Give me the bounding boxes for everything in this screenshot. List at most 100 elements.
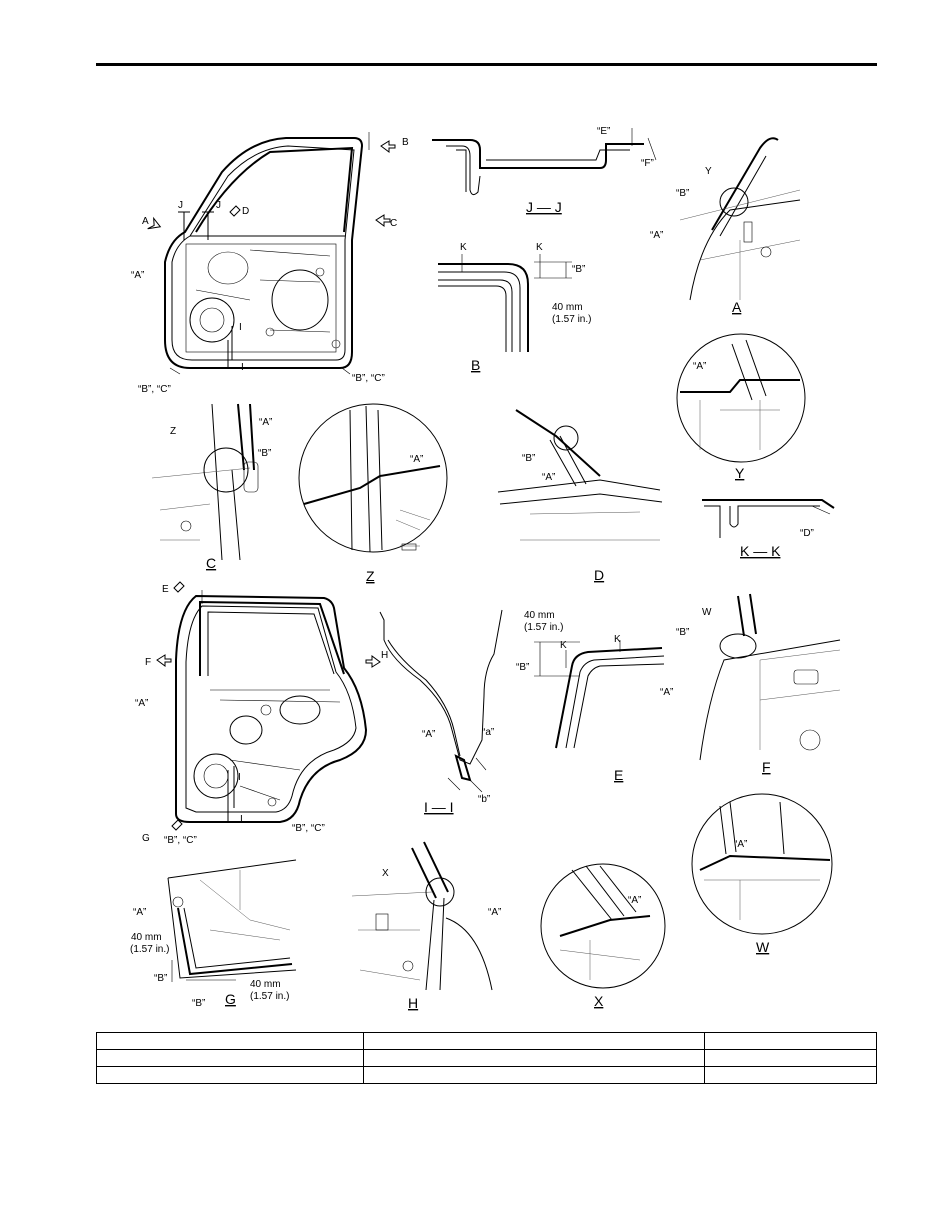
front-door-callout-a: “A”	[131, 270, 144, 281]
jj-callout-f: “F”	[641, 158, 654, 169]
view-g-drawing	[167, 859, 297, 982]
a-callout-b: “B”	[676, 188, 689, 199]
front-door-section-j2-label: J	[216, 200, 221, 211]
e-dim-in: (1.57 in.)	[524, 622, 563, 633]
view-title-z: Z	[366, 568, 375, 584]
g-dim-in-left: (1.57 in.)	[130, 944, 169, 955]
view-title-c: C	[206, 555, 216, 571]
table-row	[96, 1032, 877, 1050]
w-callout-a: “A”	[734, 839, 747, 850]
b-dim-in: (1.57 in.)	[552, 314, 591, 325]
view-title-d: D	[594, 567, 604, 583]
rear-door-drawing	[156, 581, 381, 831]
view-z-drawing	[298, 403, 448, 553]
h-circle-x-label: X	[382, 868, 389, 879]
view-a-drawing	[679, 137, 801, 301]
view-title-ii: I — I	[424, 799, 454, 815]
front-door-section-i2-label: I	[241, 362, 244, 373]
c-callout-b: “B”	[258, 448, 271, 459]
d-callout-b: “B”	[522, 453, 535, 464]
g-callout-b-bottom: “B”	[192, 998, 205, 1009]
view-d-drawing	[497, 409, 663, 541]
table-cell	[363, 1066, 705, 1084]
g-callout-b-left: “B”	[154, 973, 167, 984]
f-circle-w-label: W	[702, 607, 712, 618]
e-dim-mm: 40 mm	[524, 610, 555, 621]
table-cell	[96, 1032, 364, 1050]
view-w-drawing	[691, 793, 833, 935]
front-door-drawing	[147, 132, 396, 375]
view-title-h: H	[408, 995, 418, 1011]
z-callout-a: “A”	[410, 454, 423, 465]
view-title-jj: J — J	[526, 199, 562, 215]
g-callout-a: “A”	[133, 907, 146, 918]
e-section-k2: K	[560, 640, 567, 651]
b-section-k1: K	[460, 242, 467, 253]
b-callout-b: “B”	[572, 264, 585, 275]
b-dim-mm: 40 mm	[552, 302, 583, 313]
view-title-g: G	[225, 991, 236, 1007]
table-cell	[363, 1049, 705, 1067]
table-cell	[704, 1032, 877, 1050]
front-door-section-i1-label: I	[239, 322, 242, 333]
a-circle-y-label: Y	[705, 166, 712, 177]
rear-door-callout-bc-right: “B”, “C”	[292, 823, 325, 834]
rear-door-arrow-e-label: E	[162, 584, 169, 595]
table-cell	[96, 1049, 364, 1067]
view-title-f: F	[762, 759, 771, 775]
front-door-arrow-c-label: C	[390, 218, 397, 229]
front-door-callout-bc-right: “B”, “C”	[352, 373, 385, 384]
front-door-arrow-d-label: D	[242, 206, 249, 217]
y-callout-a: “A”	[693, 361, 706, 372]
rear-door-arrow-g-label: G	[142, 833, 150, 844]
view-x-drawing	[540, 863, 666, 989]
d-callout-a: “A”	[542, 472, 555, 483]
ii-callout-a: “A”	[422, 729, 435, 740]
rear-door-callout-bc-left: “B”, “C”	[164, 835, 197, 846]
section-ii-drawing	[379, 609, 503, 793]
view-title-a: A	[732, 299, 742, 315]
f-callout-a: “A”	[660, 687, 673, 698]
rear-door-arrow-h-label: H	[381, 650, 388, 661]
header-rule	[96, 63, 877, 66]
view-title-kk: K — K	[740, 543, 781, 559]
front-door-section-j1-label: J	[178, 200, 183, 211]
jj-callout-e: “E”	[597, 126, 610, 137]
section-kk-drawing	[702, 499, 835, 538]
view-e-drawing	[534, 640, 665, 749]
a-callout-a: “A”	[650, 230, 663, 241]
table-cell	[704, 1049, 877, 1067]
ii-callout-small-b: “b”	[478, 794, 490, 805]
rear-door-callout-a: “A”	[135, 698, 148, 709]
table-row	[96, 1066, 877, 1084]
view-title-w: W	[756, 939, 770, 955]
section-jj-drawing	[432, 128, 657, 196]
rear-door-arrow-f-label: F	[145, 657, 151, 668]
kk-callout-d: “D”	[800, 528, 814, 539]
c-circle-z-label: Z	[170, 426, 176, 437]
view-title-y: Y	[735, 465, 745, 481]
b-section-k2: K	[536, 242, 543, 253]
spec-table	[96, 1032, 877, 1084]
view-title-b: B	[471, 357, 480, 373]
view-c-drawing	[151, 403, 259, 561]
c-callout-a: “A”	[259, 417, 272, 428]
f-callout-b: “B”	[676, 627, 689, 638]
rear-door-section-i1-label: I	[238, 772, 241, 783]
front-door-arrow-b-label: B	[402, 137, 409, 148]
e-section-k1: K	[614, 634, 621, 645]
view-b-drawing	[438, 254, 572, 352]
table-cell	[96, 1066, 364, 1084]
e-callout-b: “B”	[516, 662, 529, 673]
table-row	[96, 1049, 877, 1067]
g-dim-mm-right: 40 mm	[250, 979, 281, 990]
ii-callout-small-a: “a”	[482, 727, 494, 738]
h-callout-a: “A”	[488, 907, 501, 918]
view-title-x: X	[594, 993, 604, 1009]
view-f-drawing	[699, 593, 841, 761]
view-title-e: E	[614, 767, 623, 783]
view-h-drawing	[351, 841, 493, 991]
table-cell	[363, 1032, 705, 1050]
table-cell	[704, 1066, 877, 1084]
